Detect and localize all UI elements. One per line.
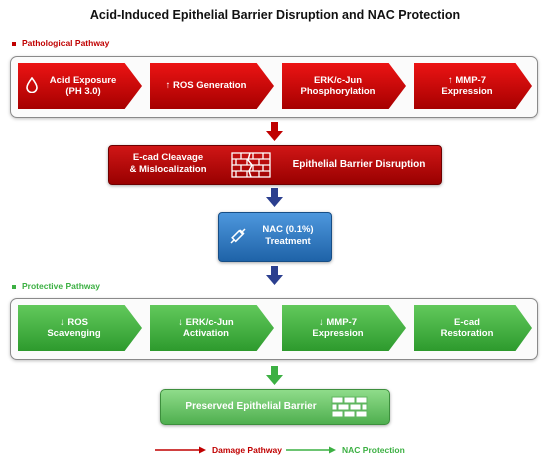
protective-pathway-label-text: Protective Pathway bbox=[22, 281, 100, 291]
step-ros-scavenging: ↓ ROS Scavenging bbox=[18, 305, 142, 351]
step-ros-scavenging-line2: Scavenging bbox=[47, 328, 101, 339]
arrow-treatment-to-protective bbox=[266, 266, 283, 285]
arrow-disruption-to-treatment bbox=[266, 188, 283, 207]
step-ros-generation: ↑ ROS Generation bbox=[150, 63, 274, 109]
diagram-title: Acid-Induced Epithelial Barrier Disrupti… bbox=[89, 8, 461, 22]
ecad-cleavage-line2: & Mislocalization bbox=[129, 164, 207, 176]
legend-damage-arrow bbox=[155, 446, 206, 454]
step-erk-phosphorylation-line1: ERK/c-Jun bbox=[313, 74, 363, 86]
green-bullet bbox=[12, 284, 16, 289]
droplet-icon bbox=[26, 77, 38, 93]
step-ecad-restoration: E-cad Restoration bbox=[414, 305, 532, 351]
preserved-barrier-box: Preserved Epithelial Barrier bbox=[160, 389, 390, 425]
ecad-cleavage-line1: E-cad Cleavage bbox=[132, 152, 204, 163]
step-mmp7-reduction: ↓ MMP-7 Expression bbox=[282, 305, 406, 351]
step-erk-phosphorylation-line2: Phosphorylation bbox=[300, 86, 376, 97]
step-acid-exposure-line1: Acid Exposure bbox=[49, 74, 117, 86]
step-ros-scavenging-line1: ↓ ROS bbox=[60, 316, 88, 328]
step-acid-exposure-line2: (PH 3.0) bbox=[65, 86, 101, 97]
broken-brick-wall-icon bbox=[231, 152, 271, 178]
step-erk-activation-line2: Activation bbox=[183, 328, 229, 339]
step-erk-activation-line1: ↓ ERK/c-Jun bbox=[178, 316, 234, 328]
nac-treatment-box: NAC (0.1%) Treatment bbox=[218, 212, 332, 262]
preserved-barrier-label: Preserved Epithelial Barrier bbox=[185, 401, 317, 412]
nac-treatment-text: NAC (0.1%) Treatment bbox=[247, 224, 329, 249]
legend-damage-label: Damage Pathway bbox=[212, 445, 282, 455]
nac-treatment-line2: Treatment bbox=[265, 236, 311, 248]
arrow-pathway-to-disruption bbox=[266, 122, 283, 141]
step-mmp7-reduction-line1: ↓ MMP-7 bbox=[319, 316, 357, 328]
protective-pathway-label: Protective Pathway bbox=[12, 281, 100, 291]
step-erk-activation: ↓ ERK/c-Jun Activation bbox=[150, 305, 274, 351]
step-ecad-restoration-line2: Restoration bbox=[440, 328, 494, 339]
ecad-cleavage-text: E-cad Cleavage & Mislocalization bbox=[115, 152, 221, 177]
step-acid-exposure: Acid Exposure (PH 3.0) bbox=[18, 63, 142, 109]
step-mmp7-expression-line1: ↑ MMP-7 bbox=[448, 74, 486, 86]
step-ros-generation-line1: ↑ ROS Generation bbox=[165, 80, 247, 92]
pathological-pathway-label-text: Pathological Pathway bbox=[22, 38, 110, 48]
red-bullet bbox=[12, 41, 16, 46]
arrow-protective-to-preserved bbox=[266, 366, 283, 385]
legend-protection-label: NAC Protection bbox=[342, 445, 405, 455]
step-mmp7-expression-line2: Expression bbox=[441, 86, 493, 97]
brick-wall-icon bbox=[331, 396, 368, 418]
barrier-disruption-label: Epithelial Barrier Disruption bbox=[292, 159, 426, 170]
nac-treatment-line1: NAC (0.1%) bbox=[262, 224, 314, 235]
pathological-pathway-label: Pathological Pathway bbox=[12, 38, 109, 48]
legend-protection-arrow bbox=[286, 446, 336, 454]
step-erk-phosphorylation: ERK/c-Jun Phosphorylation bbox=[282, 63, 406, 109]
syringe-icon bbox=[230, 228, 246, 244]
step-ecad-restoration-line1: E-cad bbox=[454, 316, 480, 328]
step-mmp7-reduction-line2: Expression bbox=[312, 328, 364, 339]
step-mmp7-expression: ↑ MMP-7 Expression bbox=[414, 63, 532, 109]
barrier-disruption-box: E-cad Cleavage & Mislocalization Epithel… bbox=[108, 145, 442, 185]
